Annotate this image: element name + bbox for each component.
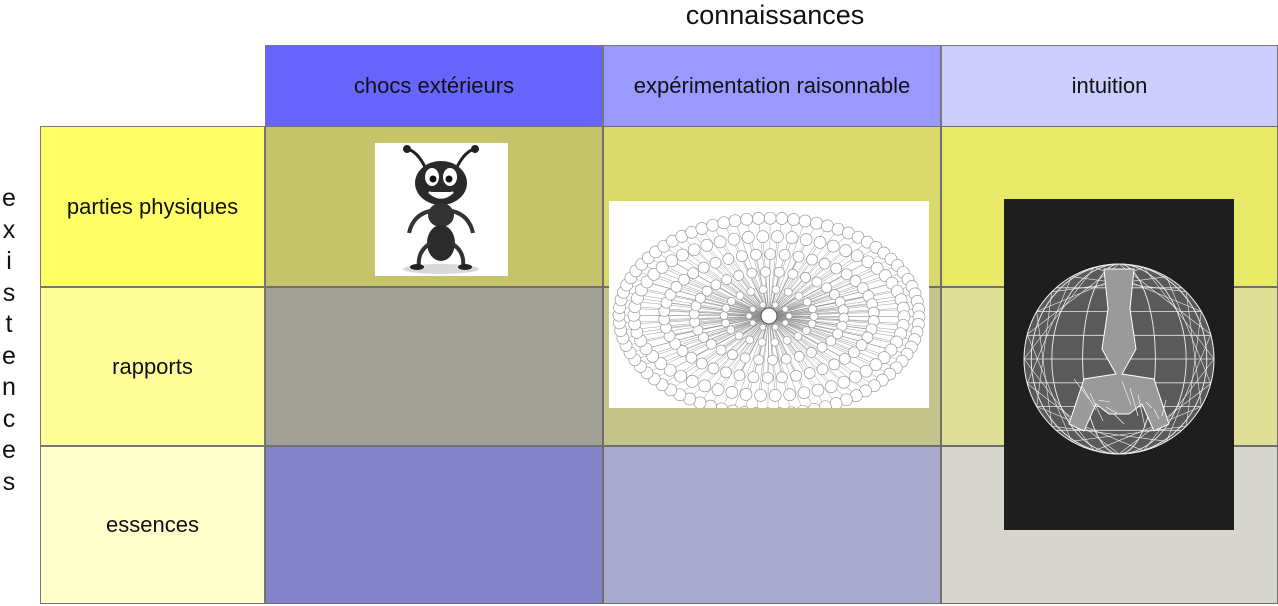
row-header-parties-physiques: parties physiques (40, 126, 265, 287)
row-header-essences: essences (40, 446, 265, 604)
grid-cell (603, 446, 941, 604)
wireframe-sphere-image (1004, 199, 1234, 530)
network-graph-icon (612, 211, 926, 421)
side-letter: s (2, 278, 16, 307)
network-graph-image (609, 201, 929, 421)
column-header-intuition: intuition (941, 45, 1278, 127)
ant-image (375, 143, 508, 276)
side-letter: t (5, 310, 13, 338)
cartoon-ant-icon (403, 145, 479, 274)
column-header-chocs: chocs extérieurs (265, 45, 603, 127)
side-letter: e (2, 436, 16, 464)
side-letter: s (2, 467, 16, 496)
side-label-existences: e x i s t e n c e s (0, 183, 18, 498)
column-header-experimentation: expérimentation raisonnable (603, 45, 941, 127)
wireframe-sphere-icon (1023, 263, 1215, 455)
side-letter: c (2, 404, 16, 433)
diagram-title: connaissances (685, 0, 865, 30)
row-header-rapports: rapports (40, 287, 265, 446)
grid-cell (265, 287, 603, 446)
side-letter: i (6, 247, 12, 275)
side-letter: x (2, 215, 16, 244)
side-letter: e (2, 341, 16, 370)
grid-cell (265, 446, 603, 604)
side-letter: n (2, 373, 16, 401)
side-letter: e (2, 184, 16, 212)
